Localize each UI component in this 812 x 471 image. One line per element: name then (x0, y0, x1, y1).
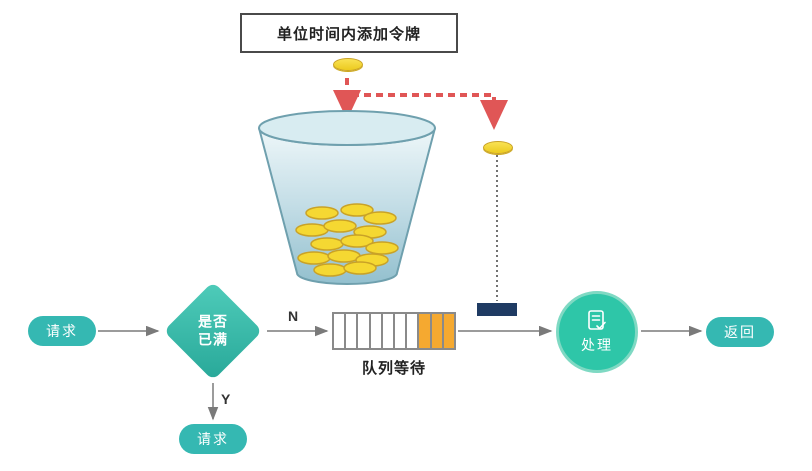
title-text: 单位时间内添加令牌 (276, 25, 421, 43)
document-check-icon (588, 310, 606, 330)
branch-yes-label: Y (221, 391, 231, 407)
decision-label: 是否已满 (198, 313, 228, 348)
request-rejected-pill: 请求 (179, 424, 247, 454)
token-icon (333, 58, 363, 71)
token-pile (295, 203, 399, 277)
decision-diamond: 是否已满 (163, 281, 263, 381)
request-rejected-label: 请求 (197, 431, 229, 447)
queue-entry-marker (477, 303, 517, 316)
queue-cell (368, 314, 381, 348)
branch-no-label: N (288, 308, 299, 324)
queue-cell (429, 314, 442, 348)
request-start-pill: 请求 (28, 316, 96, 346)
queue (332, 312, 456, 350)
request-start-label: 请求 (46, 323, 78, 339)
queue-cell (380, 314, 394, 348)
title-box: 单位时间内添加令牌 (240, 13, 458, 53)
token-bucket (258, 110, 436, 285)
return-pill: 返回 (706, 317, 774, 347)
queue-cell (405, 314, 418, 348)
return-label: 返回 (724, 324, 756, 340)
queue-cell (393, 314, 406, 348)
process-label: 处理 (581, 337, 613, 353)
process-node: 处理 (556, 291, 638, 373)
queue-cell (356, 314, 369, 348)
queue-cell (441, 314, 455, 348)
queue-cell (334, 314, 345, 348)
queue-cell (417, 314, 430, 348)
queue-cell (344, 314, 357, 348)
token-icon (483, 141, 513, 154)
queue-label: 队列等待 (361, 360, 426, 377)
bucket-opening (258, 110, 436, 146)
